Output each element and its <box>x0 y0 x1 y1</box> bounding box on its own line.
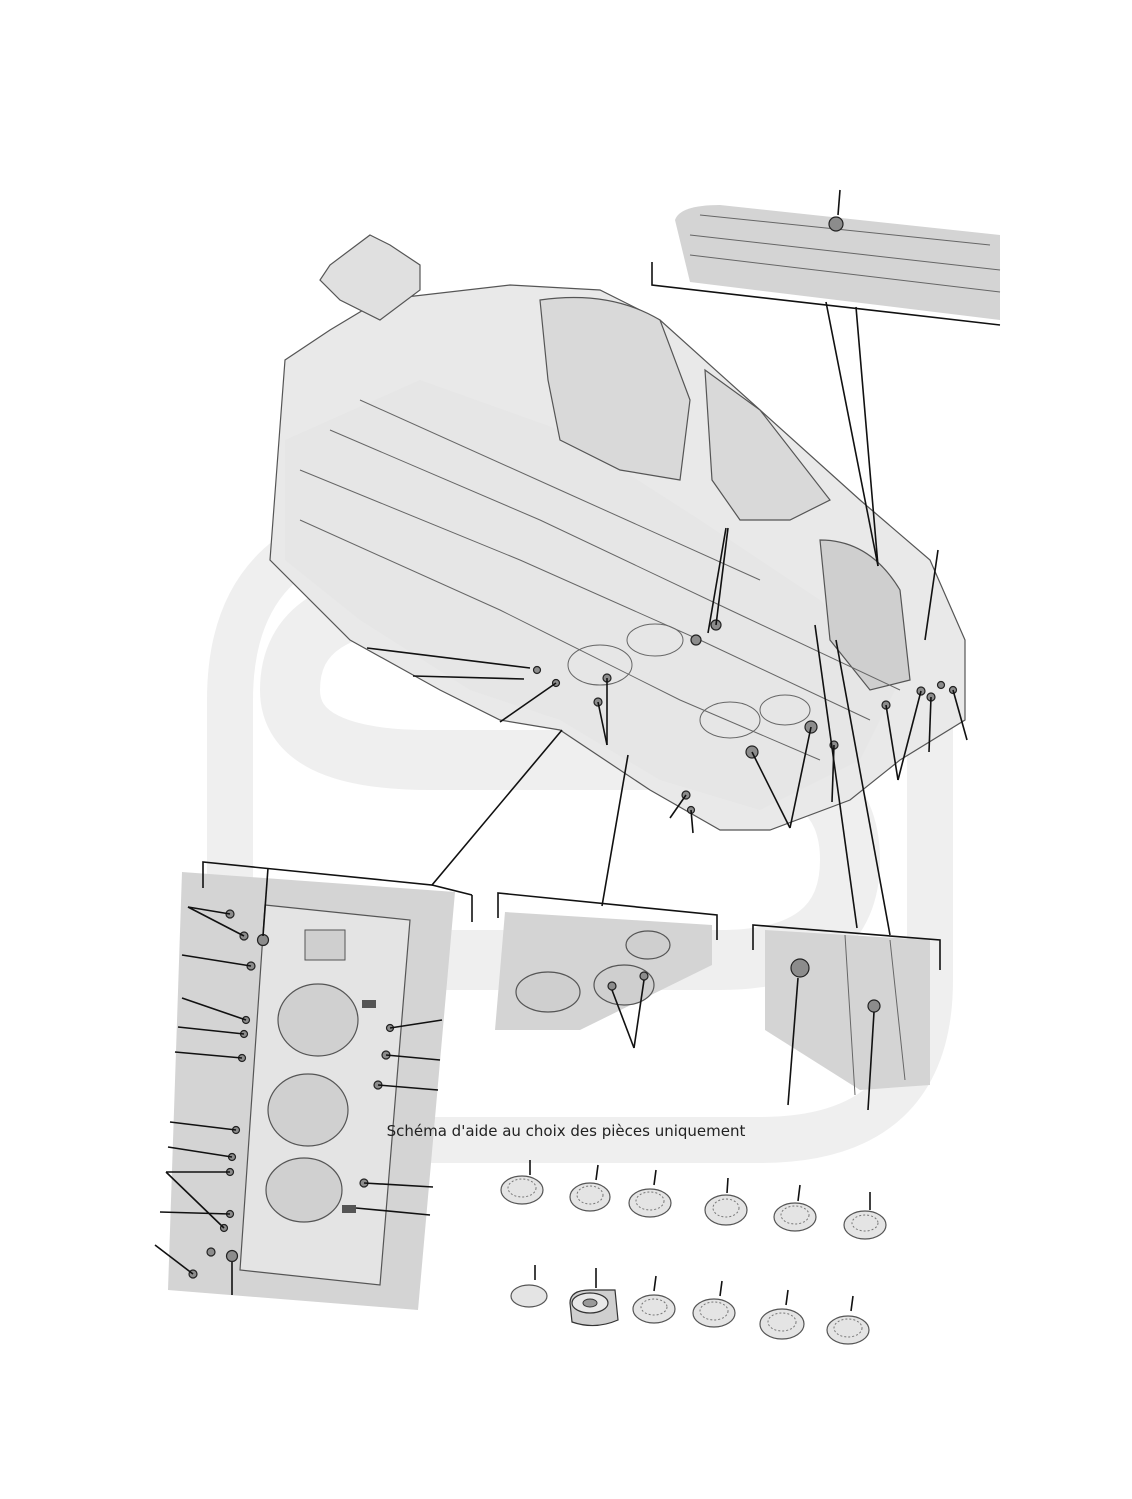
plug-part-4 <box>704 1177 748 1226</box>
plug-part-10 <box>826 1295 870 1345</box>
plug-marker <box>607 981 617 991</box>
plug-marker <box>532 665 542 675</box>
detail-inset-top <box>651 189 1001 567</box>
parts-row-1 <box>500 1160 887 1240</box>
plug-part-3 <box>628 1169 672 1218</box>
tape-roll-part <box>569 1268 619 1327</box>
plug-part-8 <box>692 1280 736 1328</box>
plug-marker <box>936 680 946 690</box>
plug-part-1 <box>500 1160 544 1205</box>
plug-part-7 <box>632 1275 676 1324</box>
plug-marker <box>690 634 702 646</box>
main-body-callouts <box>366 527 968 834</box>
vehicle-underbody <box>269 234 966 831</box>
plug-marker <box>256 933 270 947</box>
plug-part-6 <box>843 1192 887 1240</box>
parts-row-2 <box>510 1265 870 1345</box>
plug-marker <box>639 971 649 981</box>
plug-part-2 <box>569 1164 611 1212</box>
detail-inset-middle <box>495 754 718 1049</box>
plug-marker <box>206 1247 216 1257</box>
detail-inset-right <box>752 624 941 1111</box>
detail-inset-floor <box>154 729 563 1310</box>
plug-marker <box>790 958 810 978</box>
plug-marker <box>828 216 844 232</box>
plug-part-9 <box>759 1289 805 1340</box>
plug-marker <box>867 999 881 1013</box>
plain-disc-part <box>510 1265 548 1308</box>
plug-marker <box>225 1249 239 1263</box>
diagram-caption: Schéma d'aide au choix des pièces unique… <box>386 1122 746 1140</box>
main-body-plugs <box>532 619 958 815</box>
plug-part-5 <box>773 1184 817 1232</box>
